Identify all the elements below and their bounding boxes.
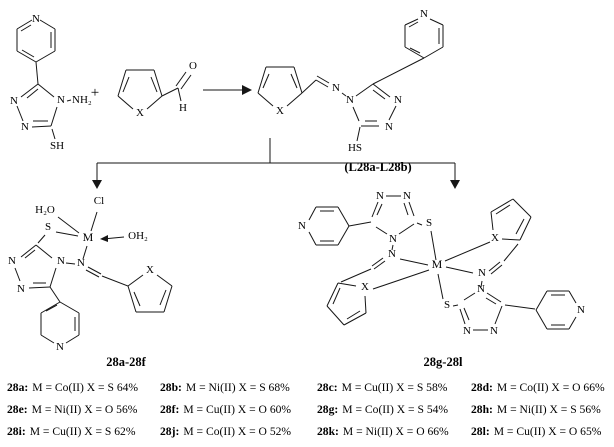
atom-s: S bbox=[45, 221, 51, 233]
compound-detail: M = Cu(II) X = S 62% bbox=[29, 425, 136, 438]
compound-entry: 28c:M = Cu(II) X = S 58% bbox=[317, 377, 471, 399]
atom-n: N bbox=[577, 304, 585, 316]
compound-entry: 28i:M = Cu(II) X = S 62% bbox=[7, 421, 160, 443]
ligand-label: (L28a-L28b) bbox=[344, 160, 411, 174]
reactant-aminotriazole-structure: N N N N NH₂ SH bbox=[10, 13, 92, 152]
plus-sign: + bbox=[91, 85, 99, 101]
ligand-oh2: OH₂ bbox=[128, 230, 148, 242]
atom-n: N bbox=[394, 94, 402, 106]
atom-n: N bbox=[77, 257, 85, 269]
compound-detail: M = Ni(II) X = S 56% bbox=[496, 403, 601, 416]
atom-n: N bbox=[56, 341, 64, 353]
compound-detail: M = Co(II) X = S 54% bbox=[342, 403, 449, 416]
atom-s: S bbox=[426, 217, 432, 229]
compound-entry: 28b:M = Ni(II) X = S 68% bbox=[160, 377, 317, 399]
compound-entry: 28a:M = Co(II) X = S 64% bbox=[7, 377, 160, 399]
compound-id: 28c: bbox=[317, 381, 338, 394]
atom-n: N bbox=[298, 220, 306, 232]
compound-id: 28l: bbox=[471, 425, 490, 438]
compound-id: 28a: bbox=[7, 381, 29, 394]
compound-id: 28g: bbox=[317, 403, 339, 416]
atom-n: N bbox=[376, 190, 384, 202]
atom-n: N bbox=[10, 95, 18, 107]
compound-entry: 28k:M = Ni(II) X = O 66% bbox=[317, 421, 471, 443]
atom-n: N bbox=[17, 283, 25, 295]
compound-id: 28b: bbox=[160, 381, 182, 394]
atom-cl: Cl bbox=[94, 195, 104, 207]
atom-n: N bbox=[490, 325, 498, 337]
compound-entry: 28g:M = Co(II) X = S 54% bbox=[317, 399, 471, 421]
compound-id: 28k: bbox=[317, 425, 339, 438]
compound-detail: M = Ni(II) X = O 66% bbox=[342, 425, 449, 438]
compound-detail: M = Co(II) X = S 64% bbox=[32, 381, 139, 394]
atom-x: X bbox=[136, 107, 144, 119]
compound-detail: M = Co(II) X = O 66% bbox=[496, 381, 605, 394]
compound-detail: M = Cu(II) X = S 58% bbox=[341, 381, 448, 394]
compound-entry: 28h:M = Ni(II) X = S 56% bbox=[471, 399, 611, 421]
compound-id: 28j: bbox=[160, 425, 180, 438]
compound-detail: M = Cu(II) X = O 60% bbox=[183, 403, 292, 416]
compound-detail: M = Ni(II) X = S 68% bbox=[185, 381, 290, 394]
atom-n: N bbox=[463, 325, 471, 337]
left-complex-label: 28a-28f bbox=[106, 355, 146, 369]
atom-x: X bbox=[361, 281, 369, 293]
ligand-h2o: H₂O bbox=[35, 204, 55, 216]
compound-id: 28i: bbox=[7, 425, 26, 438]
compound-detail: M = Cu(II) X = O 65% bbox=[493, 425, 602, 438]
bis-ligand-complex-structure: M S S N N N N N X N N N N X N 28g-28l bbox=[298, 190, 585, 369]
compound-id: 28f: bbox=[160, 403, 180, 416]
atom-x: X bbox=[276, 105, 284, 117]
atom-n: N bbox=[403, 190, 411, 202]
compound-id: 28d: bbox=[471, 381, 493, 394]
compound-detail: M = Co(II) X = O 52% bbox=[183, 425, 292, 438]
branch-arrow-left bbox=[92, 180, 102, 189]
reaction-scheme: N N N N NH₂ SH + X O H bbox=[8, 8, 585, 369]
atom-h: H bbox=[179, 102, 187, 114]
atom-n: N bbox=[57, 94, 65, 106]
atom-n: N bbox=[8, 255, 16, 267]
atom-n: N bbox=[420, 8, 428, 20]
group-nh2: NH₂ bbox=[72, 94, 92, 106]
atom-n: N bbox=[477, 283, 485, 295]
branch-arrow-right bbox=[450, 180, 460, 189]
atom-n: N bbox=[388, 248, 396, 260]
atom-n: N bbox=[478, 267, 486, 279]
atom-x: X bbox=[146, 264, 154, 276]
atom-x: X bbox=[491, 232, 499, 244]
group-hs: HS bbox=[348, 142, 362, 154]
compound-id: 28h: bbox=[471, 403, 493, 416]
mono-ligand-complex-structure: Cl H₂O OH₂ M S N N N N X N 28a-28f bbox=[8, 195, 173, 369]
compound-entry: 28j:M = Co(II) X = O 52% bbox=[160, 421, 317, 443]
compound-entry: 28e:M = Ni(II) X = O 56% bbox=[7, 399, 160, 421]
atom-m: M bbox=[83, 230, 94, 244]
atom-n: N bbox=[21, 121, 29, 133]
atom-n: N bbox=[389, 233, 397, 245]
atom-s: S bbox=[444, 299, 450, 311]
reactant-carbaldehyde-structure: X O H bbox=[117, 60, 197, 119]
compound-entry: 28l:M = Cu(II) X = O 65% bbox=[471, 421, 611, 443]
compound-entry: 28d:M = Co(II) X = O 66% bbox=[471, 377, 611, 399]
atom-m: M bbox=[432, 257, 443, 271]
atom-n: N bbox=[57, 255, 65, 267]
atom-n: N bbox=[346, 94, 354, 106]
group-sh: SH bbox=[50, 140, 64, 152]
right-complex-label: 28g-28l bbox=[424, 355, 463, 369]
compound-detail: M = Ni(II) X = O 56% bbox=[31, 403, 138, 416]
compound-entry: 28f:M = Cu(II) X = O 60% bbox=[160, 399, 317, 421]
ligand-product-structure: X N N N N HS N (L28a-L28b) bbox=[257, 8, 444, 174]
compound-id: 28e: bbox=[7, 403, 28, 416]
reaction-arrow bbox=[203, 85, 252, 95]
atom-n: N bbox=[332, 82, 340, 94]
branch-arrows bbox=[92, 138, 460, 189]
compound-yield-table: 28a:M = Co(II) X = S 64% 28b:M = Ni(II) … bbox=[7, 377, 611, 443]
atom-n: N bbox=[385, 121, 393, 133]
atom-n: N bbox=[32, 13, 40, 25]
atom-o: O bbox=[189, 60, 197, 72]
